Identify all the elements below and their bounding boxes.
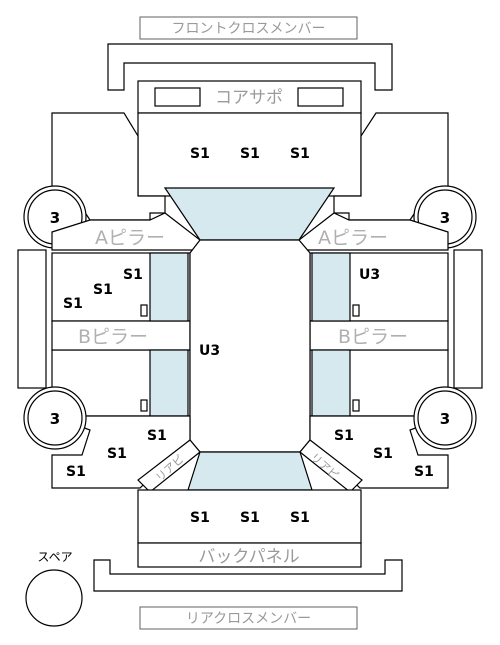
rear-window bbox=[187, 451, 313, 491]
right-rear-quarter-code-c: S1 bbox=[414, 464, 434, 480]
core-support-right-opening bbox=[297, 87, 344, 107]
left-b-pillar bbox=[51, 320, 191, 351]
rear-left-wheel-code: 3 bbox=[50, 410, 60, 428]
left-front-door-code-b: S1 bbox=[93, 282, 113, 298]
front-cross-member-label: フロントクロスメンバー bbox=[172, 21, 326, 37]
right-side-sill bbox=[453, 249, 483, 389]
left-front-window bbox=[149, 252, 189, 322]
back-panel bbox=[137, 542, 362, 568]
back-panel-label: バックパネル bbox=[198, 547, 299, 567]
core-support-label: コアサポ bbox=[215, 88, 283, 108]
front-code-2: S1 bbox=[240, 146, 260, 162]
rear-right-wheel-code: 3 bbox=[440, 410, 450, 428]
right-front-door-handle bbox=[352, 304, 360, 317]
front-right-wheel-code: 3 bbox=[440, 209, 450, 227]
rear-bumper bbox=[93, 559, 403, 592]
right-a-pillar-label: Aピラー bbox=[318, 227, 388, 249]
right-b-pillar bbox=[309, 320, 449, 351]
front-bumper bbox=[107, 43, 393, 91]
front-left-wheel-code: 3 bbox=[50, 209, 60, 227]
right-rear-door-handle bbox=[352, 399, 360, 412]
left-rear-quarter-code-a: S1 bbox=[147, 428, 167, 444]
front-code-1: S1 bbox=[190, 146, 210, 162]
core-support-left-opening bbox=[154, 87, 201, 107]
left-side-sill bbox=[17, 249, 47, 389]
right-rear-quarter-code-b: S1 bbox=[373, 446, 393, 462]
trunk bbox=[137, 489, 362, 544]
rear-left-wheel-inner bbox=[27, 390, 83, 446]
right-b-pillar-label: Bピラー bbox=[338, 326, 408, 348]
left-a-pillar-label: Aピラー bbox=[95, 227, 165, 249]
rear-right-wheel-inner bbox=[417, 390, 473, 446]
spare-label: スペア bbox=[37, 550, 72, 564]
left-rear-quarter-code-b: S1 bbox=[107, 446, 127, 462]
rear-code-1: S1 bbox=[190, 510, 210, 526]
front-cross-member-box bbox=[139, 16, 358, 40]
left-front-door-code-a: S1 bbox=[123, 267, 143, 283]
rear-cross-member-label: リアクロスメンバー bbox=[186, 611, 311, 627]
rear-code-3: S1 bbox=[290, 510, 310, 526]
left-rear-quarter-code-c: S1 bbox=[66, 464, 86, 480]
left-front-door-handle bbox=[140, 304, 148, 317]
left-front-door-code-c: S1 bbox=[63, 296, 83, 312]
front-code-3: S1 bbox=[290, 146, 310, 162]
spare-tire bbox=[25, 569, 83, 627]
left-b-pillar-label: Bピラー bbox=[78, 326, 148, 348]
roof-code: U3 bbox=[199, 343, 220, 359]
right-front-door-code: U3 bbox=[359, 267, 380, 283]
right-rear-window bbox=[311, 349, 351, 417]
left-rear-door-handle bbox=[140, 399, 148, 412]
right-front-window bbox=[311, 252, 351, 322]
left-rear-window bbox=[149, 349, 189, 417]
rear-cross-member-box bbox=[139, 606, 358, 630]
right-rear-quarter-code-a: S1 bbox=[334, 428, 354, 444]
rear-code-2: S1 bbox=[240, 510, 260, 526]
